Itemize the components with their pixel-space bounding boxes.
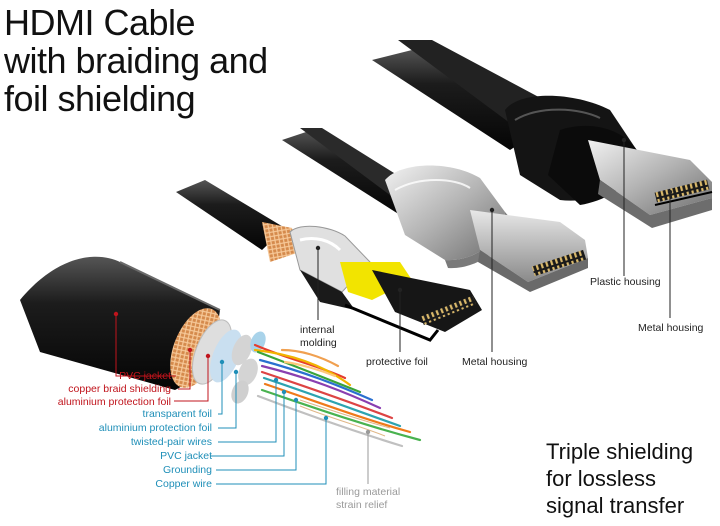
label-copper-braid-shielding: copper braid shielding — [68, 383, 171, 395]
label-internal-molding: internal molding — [300, 324, 337, 350]
tagline-line-2: for lossless — [546, 466, 657, 491]
label-pvc-jacket-inner: PVC jacket — [160, 450, 212, 462]
colored-wires — [253, 343, 422, 448]
leader-dots — [113, 137, 673, 435]
label-twisted-pair-wires: twisted-pair wires — [130, 436, 212, 448]
title-line-1: HDMI Cable — [4, 2, 196, 43]
label-copper-wire: Copper wire — [155, 478, 212, 490]
label-plastic-housing: Plastic housing — [590, 276, 661, 288]
plastic-housing-connector — [372, 40, 713, 228]
label-grounding: Grounding — [162, 464, 212, 476]
leader-lines — [115, 140, 671, 485]
label-transparent-foil: transparent foil — [142, 408, 212, 420]
stripped-cable — [20, 256, 422, 448]
label-internal-molding-line-1: internal — [300, 324, 335, 336]
title-line-2: with braiding and — [4, 40, 268, 81]
label-pvc-jacket-outer: PVC jacket — [119, 370, 171, 382]
label-filling-line-1: filling material — [336, 486, 401, 498]
tagline-line-1: Triple shielding — [546, 439, 694, 464]
label-internal-molding-line-2: molding — [300, 337, 337, 349]
label-metal-housing-middle: Metal housing — [462, 356, 528, 368]
label-aluminium-protection-foil-inner: aluminium protection foil — [98, 422, 212, 434]
label-filling-material: filling material strain relief — [336, 486, 400, 512]
tagline: Triple shielding for lossless signal tra… — [546, 438, 693, 519]
label-filling-line-2: strain relief — [336, 499, 388, 511]
label-metal-housing-right: Metal housing — [638, 322, 704, 334]
title-line-3: foil shielding — [4, 78, 196, 119]
diagram-title: HDMI Cable with braiding and foil shield… — [4, 4, 268, 118]
label-protective-foil: protective foil — [366, 356, 428, 368]
metal-housing-connector — [282, 128, 588, 292]
tagline-line-3: signal transfer — [546, 493, 685, 518]
label-aluminium-protection-foil-outer: aluminium protection foil — [57, 396, 171, 408]
internal-molding-connector — [176, 180, 482, 342]
